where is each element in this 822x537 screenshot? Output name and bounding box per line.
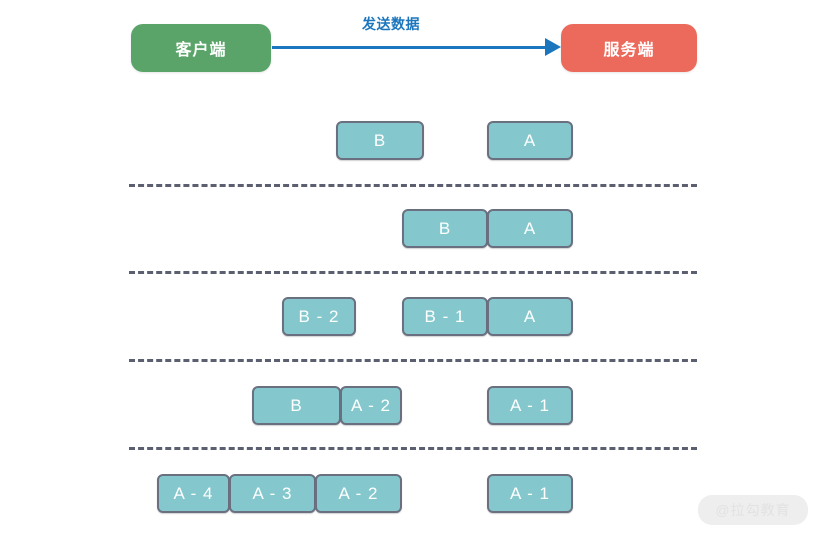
dashed-separator-1 (129, 184, 697, 187)
packet-box: A (487, 209, 573, 248)
data-flow-arrow-line (272, 46, 545, 49)
endpoint-box-client: 客户端 (131, 24, 271, 72)
packet-box: A - 4 (157, 474, 230, 513)
packet-box: B (402, 209, 488, 248)
data-flow-arrow-label: 发送数据 (362, 16, 420, 32)
packet-box: A - 1 (487, 474, 573, 513)
packet-box: A - 2 (315, 474, 402, 513)
packet-box: A (487, 297, 573, 336)
data-flow-arrow-head-icon (545, 38, 561, 56)
dashed-separator-4 (129, 447, 697, 450)
packet-box: B - 2 (282, 297, 356, 336)
dashed-separator-2 (129, 271, 697, 274)
packet-box: B - 1 (402, 297, 488, 336)
endpoint-box-server: 服务端 (561, 24, 697, 72)
watermark: @拉勾教育 (698, 495, 808, 525)
packet-box: A (487, 121, 573, 160)
packet-box: A - 3 (229, 474, 316, 513)
packet-box: A - 2 (340, 386, 402, 425)
packet-box: A - 1 (487, 386, 573, 425)
dashed-separator-3 (129, 359, 697, 362)
packet-box: B (336, 121, 424, 160)
packet-box: B (252, 386, 341, 425)
